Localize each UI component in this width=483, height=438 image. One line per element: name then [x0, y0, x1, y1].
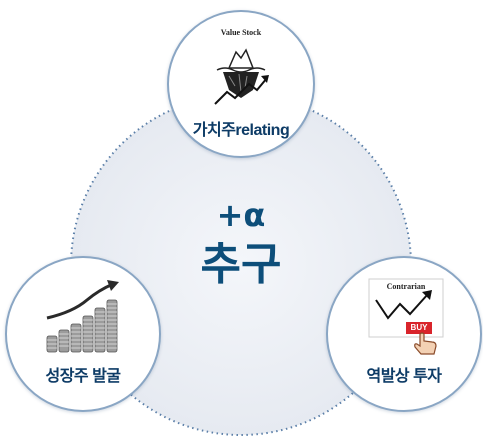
coin-stacks-growth-icon	[43, 278, 123, 354]
coin-stacks-graphic	[46, 280, 119, 353]
center-main-text: 추구	[200, 239, 282, 290]
center-title: +α 추구	[141, 196, 341, 292]
contrarian-caption: Contrarian	[386, 282, 426, 291]
iceberg-graphic	[214, 48, 269, 105]
node-label-value-stock: 가치주relating	[192, 122, 290, 139]
node-value-stock: Value Stock 가치주relating	[167, 10, 315, 158]
contrarian-buy-icon: Contrarian BUY	[368, 278, 444, 358]
node-label-growth-stock: 성장주 발굴	[45, 368, 121, 385]
value-stock-caption: Value Stock	[220, 28, 262, 37]
buy-badge: BUY	[406, 322, 432, 334]
node-growth-stock: 성장주 발굴	[5, 256, 161, 412]
pointer-hand-icon	[414, 332, 437, 355]
node-label-contrarian: 역발상 투자	[366, 368, 442, 385]
center-alpha-text: +α	[216, 196, 266, 234]
node-contrarian: Contrarian BUY 역발상 투자	[326, 256, 482, 412]
iceberg-chart-icon: Value Stock	[209, 28, 273, 112]
